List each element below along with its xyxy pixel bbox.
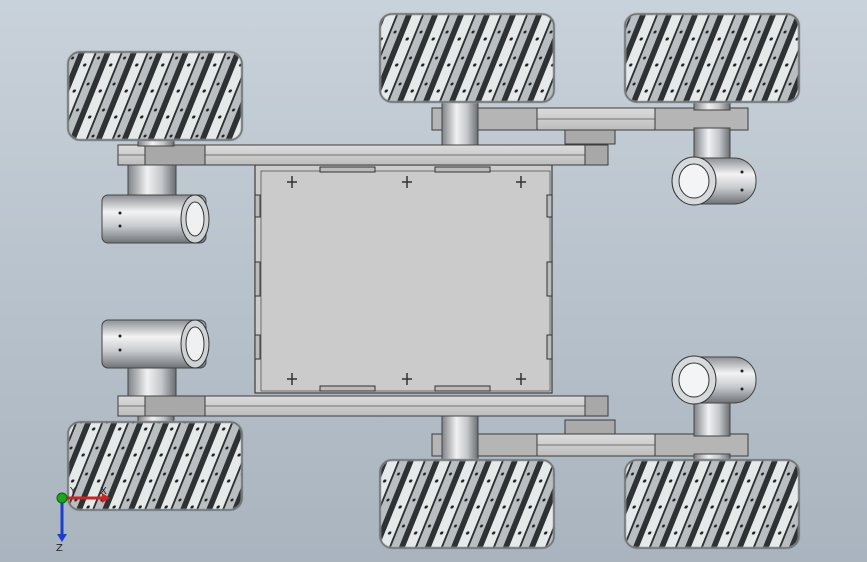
left-lower-t-joint: [101, 319, 210, 397]
top-side-rail: [117, 144, 609, 166]
wheel-middle-right-top: [378, 12, 556, 104]
right-upper-elbow-joint: [671, 127, 757, 206]
chassis-body: [254, 164, 553, 394]
wheel-rear-left: [66, 420, 244, 512]
y-axis-origin: [56, 492, 68, 504]
bottom-rocker-arm: [431, 419, 749, 457]
wheel-front-right-bottom: [623, 458, 801, 550]
z-axis-label: Z: [56, 543, 63, 552]
left-upper-t-joint: [101, 164, 210, 244]
bottom-side-rail: [117, 395, 609, 417]
right-lower-elbow-joint: [671, 355, 757, 437]
wheel-front-right-top: [623, 12, 801, 104]
z-axis-arrowhead: [57, 534, 67, 542]
x-axis-label: X: [100, 486, 107, 497]
wheel-middle-right-bottom: [378, 458, 556, 550]
x-axis-arrowhead: [102, 493, 110, 503]
orientation-triad[interactable]: X Y Z: [48, 482, 118, 552]
wheel-front-left: [66, 50, 244, 142]
y-axis-label: Y: [69, 486, 77, 497]
